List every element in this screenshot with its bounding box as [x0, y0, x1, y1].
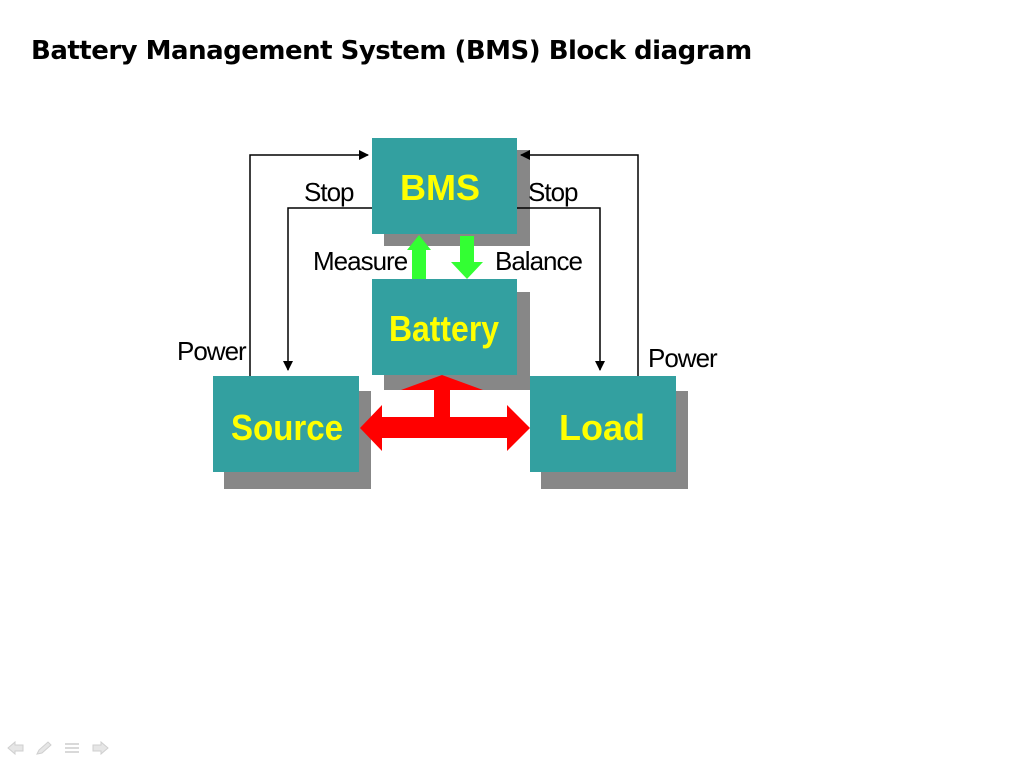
balance-label: Balance — [495, 246, 582, 276]
stop-label-right: Stop — [528, 177, 578, 207]
load-block: Load — [530, 376, 676, 472]
power-line-left — [249, 150, 369, 376]
slideshow-nav-bar — [6, 738, 110, 758]
measure-arrow — [407, 235, 431, 279]
forward-arrow-icon[interactable] — [90, 739, 110, 757]
power-label-left: Power — [177, 336, 247, 366]
balance-arrow — [451, 236, 483, 279]
stop-line-right — [517, 207, 605, 371]
power-line-right — [520, 150, 639, 376]
slide-title: Battery Management System (BMS) Block di… — [31, 36, 752, 66]
source-block: Source — [213, 376, 359, 472]
bms-label: BMS — [400, 167, 480, 208]
bms-block: BMS — [372, 138, 517, 234]
battery-label: Battery — [389, 308, 499, 349]
pen-icon[interactable] — [34, 739, 54, 757]
back-arrow-icon[interactable] — [6, 739, 26, 757]
stop-line-left — [283, 207, 372, 371]
menu-icon[interactable] — [62, 739, 82, 757]
source-label: Source — [231, 407, 343, 448]
stop-label-left: Stop — [304, 177, 354, 207]
load-label: Load — [559, 407, 645, 448]
power-flow-arrow — [360, 375, 530, 451]
battery-block: Battery — [372, 279, 517, 375]
measure-label: Measure — [313, 246, 408, 276]
power-label-right: Power — [648, 343, 718, 373]
